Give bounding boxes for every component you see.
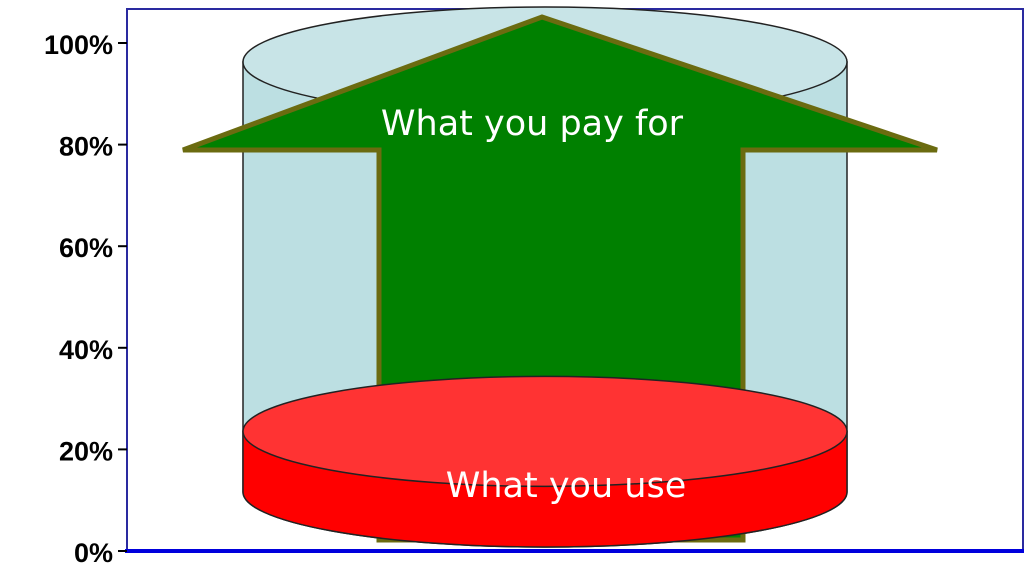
y-axis: 0% 20% 40% 60% 80% 100% [44,30,127,568]
y-tick-label-80: 80% [59,132,113,162]
used-cylinder [242,375,848,548]
used-cylinder-top [242,375,848,488]
y-tick-label-100: 100% [44,30,113,60]
y-tick-label-0: 0% [74,538,113,568]
label-what-you-pay-for: What you pay for [381,104,684,144]
label-what-you-use: What you use [446,466,686,506]
y-tick-label-20: 20% [59,436,113,466]
y-tick-label-40: 40% [59,335,113,365]
y-tick-label-60: 60% [59,233,113,263]
